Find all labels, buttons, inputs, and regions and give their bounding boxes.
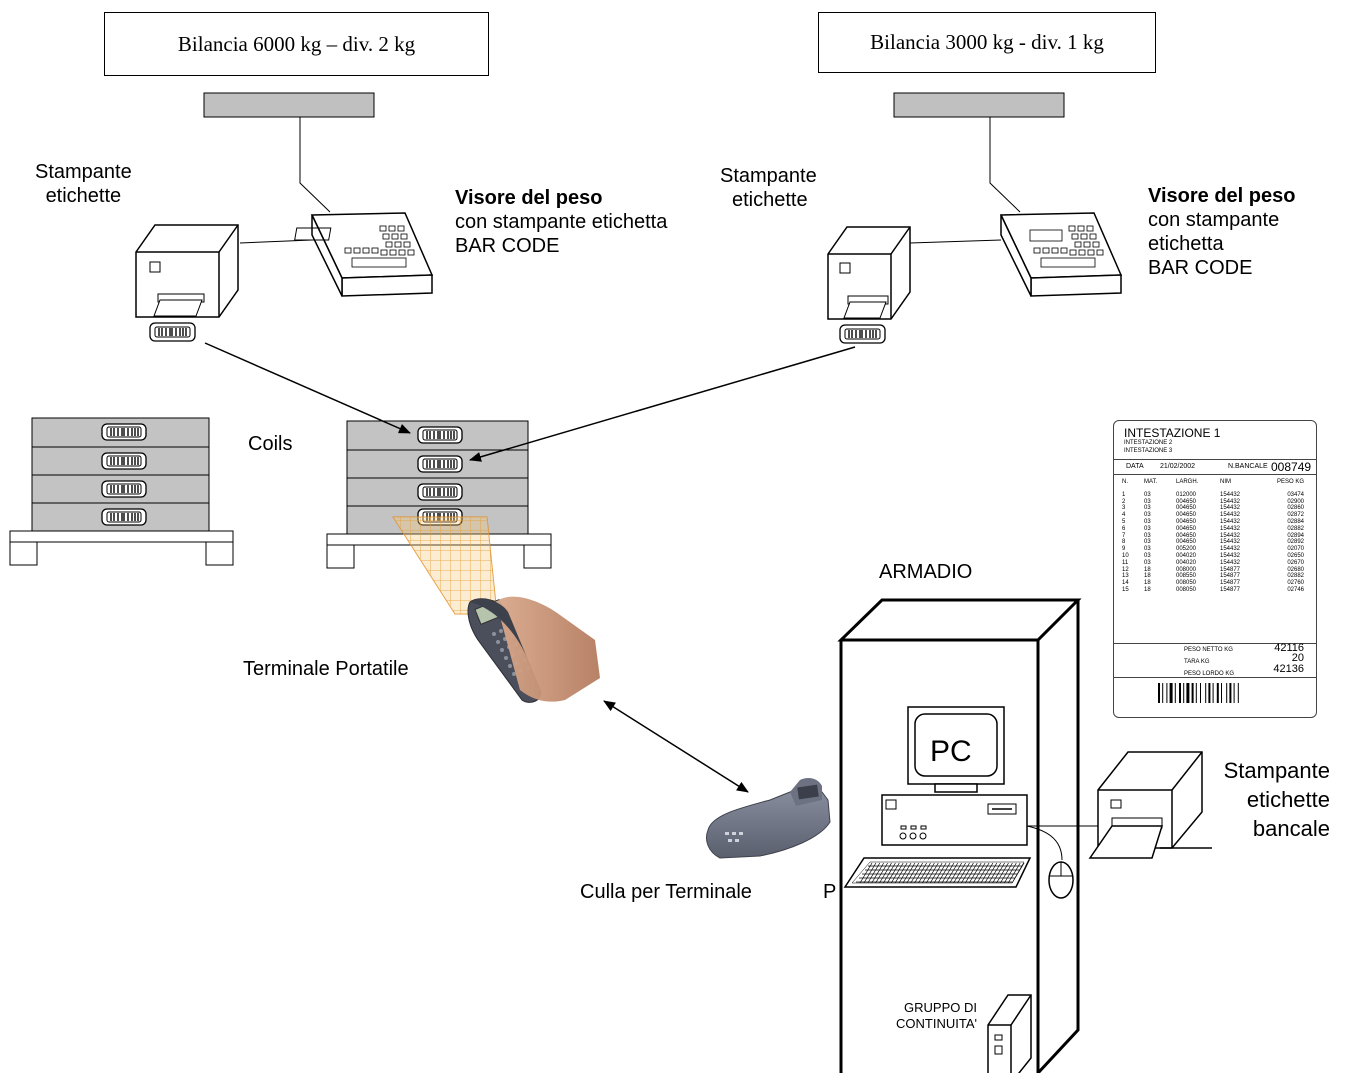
card-barcode <box>1158 683 1239 703</box>
pallet-label-sample: INTESTAZIONE 1 INTESTAZIONE 2 INTESTAZIO… <box>1113 420 1317 718</box>
coil-barcode-center-3 <box>417 483 463 501</box>
left-label-printer <box>135 224 239 318</box>
card-date-row: DATA 21/02/2002 N.BANCALE 008749 <box>1114 459 1316 475</box>
right-weight-display <box>999 212 1123 297</box>
scale-right-title: Bilancia 3000 kg - div. 1 kg <box>870 30 1104 54</box>
left-weight-display <box>294 212 434 297</box>
pallet-label-printer <box>1088 751 1212 859</box>
arrow-left-printer-to-coil <box>204 342 411 434</box>
printer-right-label: Stampante etichette <box>720 165 817 211</box>
cabinet-label: ARMADIO <box>879 561 973 583</box>
coils-label: Coils <box>248 433 293 455</box>
pallet-printer-label: Stampante etichette bancale <box>1223 758 1330 841</box>
left-coil-pallet <box>9 417 234 566</box>
handheld-terminal-image <box>467 596 600 703</box>
scale-left-title-box: Bilancia 6000 kg – div. 2 kg <box>104 12 489 76</box>
coil-barcode-left-1 <box>101 423 147 441</box>
left-scale-group <box>135 92 434 342</box>
coil-barcode-center-1 <box>417 426 463 444</box>
terminal-cradle-image <box>706 778 831 859</box>
mouse <box>1026 825 1074 899</box>
arrow-terminal-cradle <box>603 700 749 793</box>
cradle-label: Culla per Terminale <box>580 881 752 903</box>
terminal-label: Terminale Portatile <box>243 658 409 680</box>
keyboard <box>843 857 1032 888</box>
display-left-label: Visore del peso con stampante etichetta … <box>455 187 668 257</box>
right-scale-group <box>827 92 1123 344</box>
right-scale-platform <box>893 92 1065 118</box>
scale-right-title-box: Bilancia 3000 kg - div. 1 kg <box>818 12 1156 73</box>
pc-monitor <box>907 706 1005 793</box>
card-header-2: INTESTAZIONE 2 <box>1124 440 1173 446</box>
coil-barcode-center-2 <box>417 455 463 473</box>
cabinet <box>837 598 1082 1073</box>
coil-barcode-left-2 <box>101 452 147 470</box>
coil-barcode-left-4 <box>101 508 147 526</box>
left-scale-platform <box>203 92 375 118</box>
right-label-printer <box>827 226 911 320</box>
right-barcode-label <box>839 324 886 344</box>
pc-case <box>881 794 1028 846</box>
ups-label: GRUPPO DI CONTINUITA' <box>896 1000 977 1031</box>
pc-label: PC <box>930 735 972 768</box>
cradle-extra-label: P <box>823 881 837 903</box>
display-right-label: Visore del peso con stampante etichetta … <box>1148 185 1296 279</box>
left-barcode-label <box>149 322 196 342</box>
scale-left-title: Bilancia 6000 kg – div. 2 kg <box>177 31 416 56</box>
card-header-1: INTESTAZIONE 1 <box>1124 426 1221 440</box>
ups-unit <box>987 994 1032 1073</box>
card-header-3: INTESTAZIONE 3 <box>1124 448 1173 454</box>
coil-barcode-left-3 <box>101 480 147 498</box>
printer-left-label: Stampante etichette <box>35 161 132 207</box>
arrow-right-printer-to-coil <box>469 346 856 462</box>
